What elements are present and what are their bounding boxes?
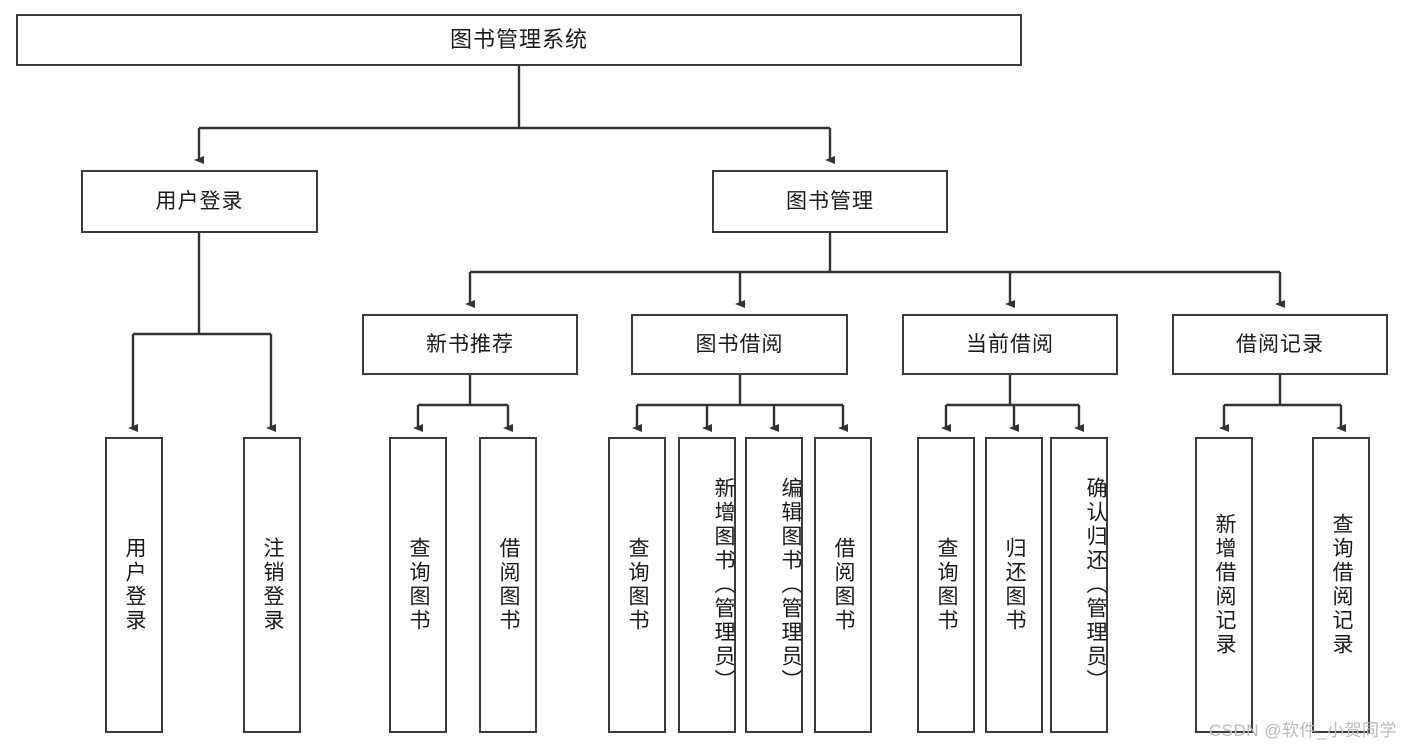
leaf-borrow-book-2[interactable]: 借阅图书 [814,437,872,733]
watermark: CSDN @软件_小贺同学 [1208,721,1397,740]
leaf-query-book-1[interactable]: 查询图书 [389,437,447,733]
node-user-login[interactable]: 用户登录 [81,170,318,233]
node-borrow-record[interactable]: 借阅记录 [1172,314,1388,375]
leaf-add-book[interactable]: 新增图书（管理员） [678,437,736,733]
node-new-book-recommend[interactable]: 新书推荐 [362,314,578,375]
leaf-query-book-2[interactable]: 查询图书 [608,437,666,733]
leaf-edit-book[interactable]: 编辑图书（管理员） [745,437,803,733]
leaf-borrow-book-1[interactable]: 借阅图书 [479,437,537,733]
leaf-return-book[interactable]: 归还图书 [985,437,1043,733]
leaf-query-book-3[interactable]: 查询图书 [917,437,975,733]
leaf-confirm-return[interactable]: 确认归还（管理员） [1050,437,1108,733]
leaf-add-record[interactable]: 新增借阅记录 [1195,437,1253,733]
node-book-manage[interactable]: 图书管理 [712,170,948,233]
leaf-logout-login[interactable]: 注销登录 [243,437,301,733]
node-book-borrow[interactable]: 图书借阅 [631,314,848,375]
leaf-user-login[interactable]: 用户登录 [105,437,163,733]
node-root[interactable]: 图书管理系统 [16,14,1022,66]
leaf-query-record[interactable]: 查询借阅记录 [1312,437,1370,733]
node-current-borrow[interactable]: 当前借阅 [902,314,1118,375]
